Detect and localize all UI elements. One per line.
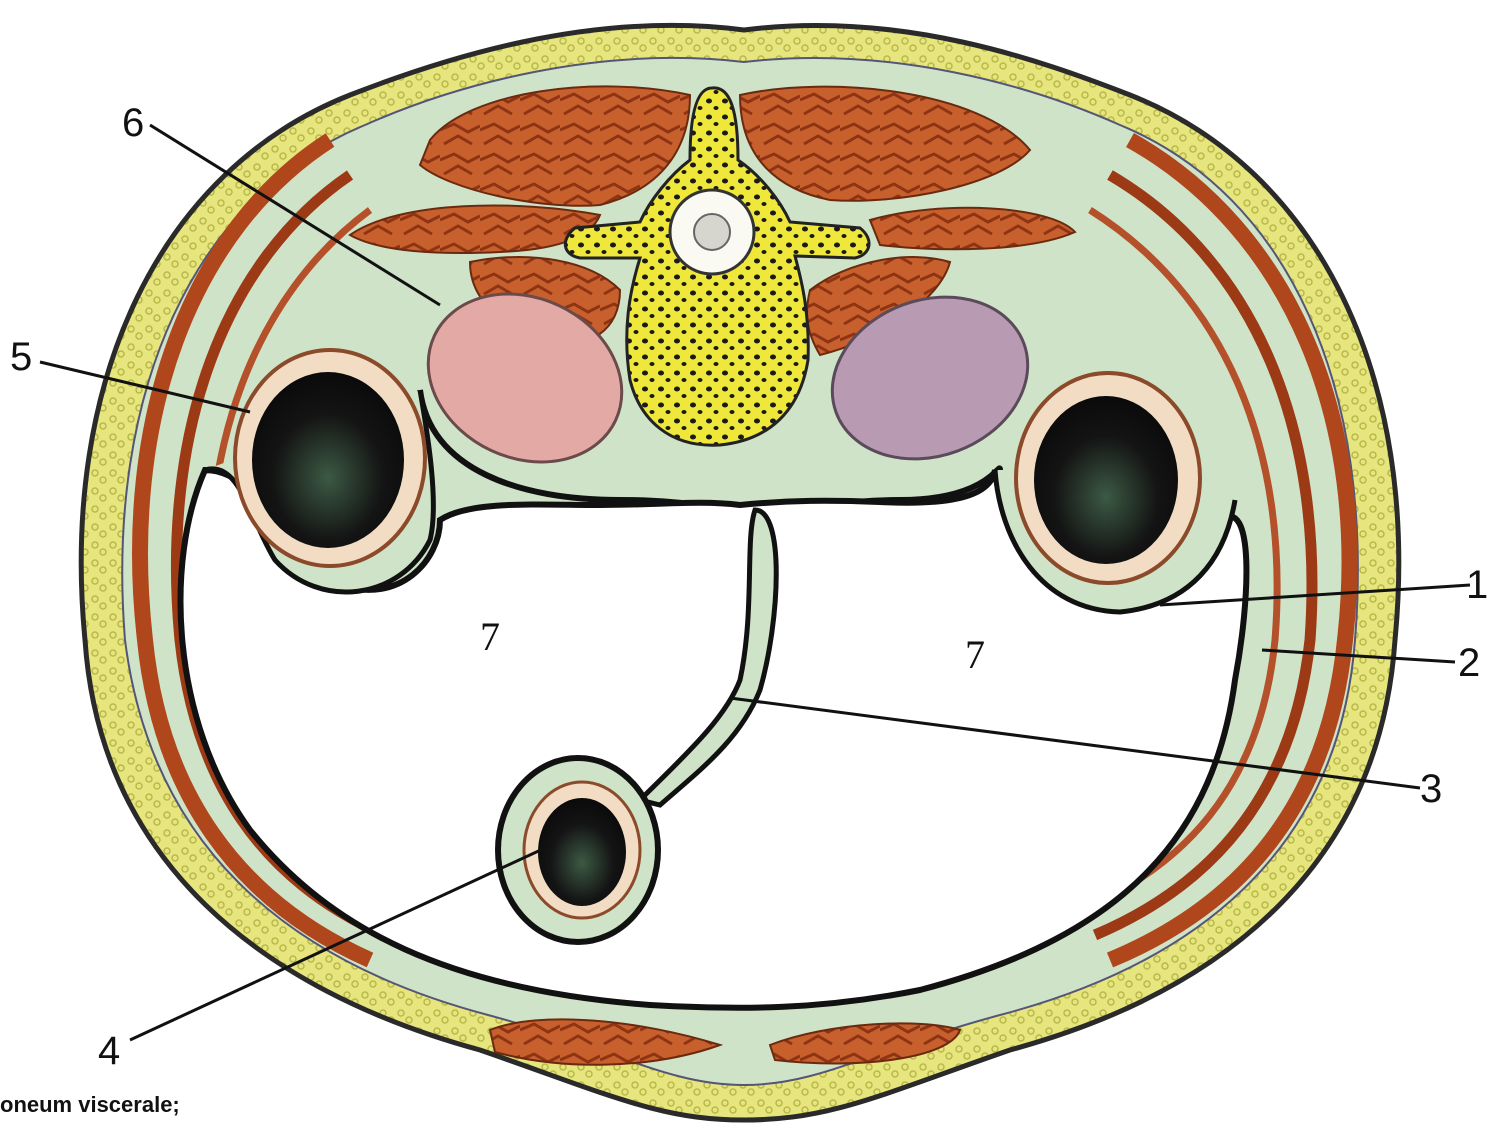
label-4: 4 xyxy=(98,1029,120,1073)
colon-right-lumen xyxy=(1034,396,1178,564)
label-5: 5 xyxy=(10,335,32,379)
colon-left-lumen xyxy=(252,372,404,548)
spinal-cord xyxy=(694,214,730,250)
label-7-right: 7 xyxy=(965,632,985,677)
small-intestine-lumen xyxy=(538,798,626,906)
label-1: 1 xyxy=(1466,563,1488,607)
label-3: 3 xyxy=(1420,767,1442,811)
caption-fragment: oneum viscerale; xyxy=(0,1092,180,1118)
label-6: 6 xyxy=(122,101,144,145)
label-7-left: 7 xyxy=(480,614,500,659)
label-2: 2 xyxy=(1458,641,1480,685)
